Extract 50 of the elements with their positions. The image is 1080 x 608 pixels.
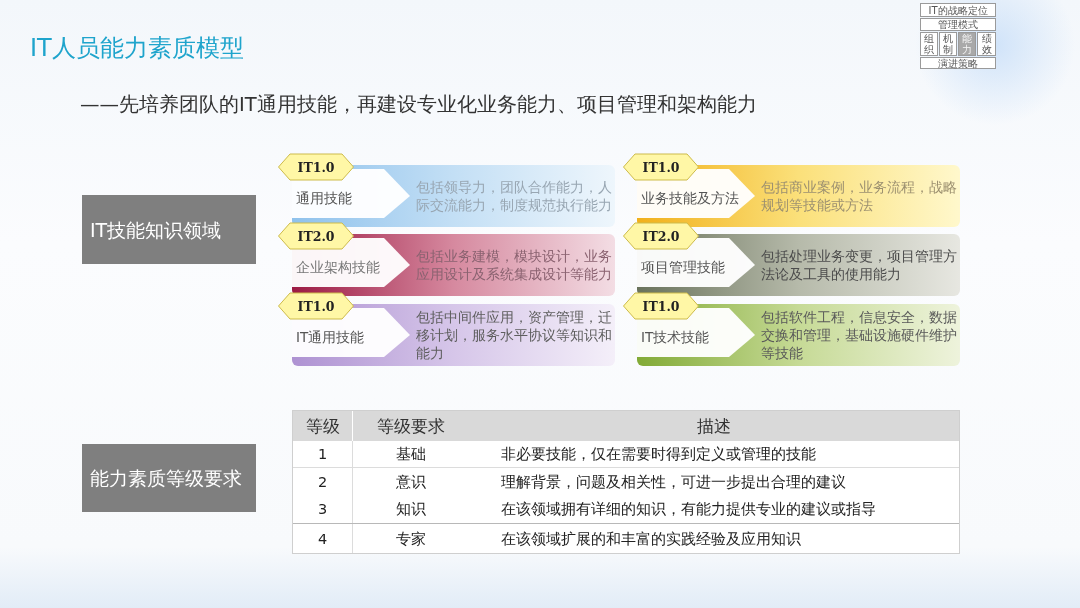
- column-header: 等级: [293, 411, 353, 441]
- version-label: IT2.0: [297, 228, 335, 244]
- version-label: IT1.0: [642, 298, 680, 314]
- level-name: 基础: [396, 445, 426, 463]
- version-tag: [623, 292, 699, 320]
- version-label: IT1.0: [642, 159, 680, 175]
- subtitle: ——先培养团队的IT通用技能，再建设专业化业务能力、项目管理和架构能力: [80, 93, 757, 117]
- level-number: 3: [317, 500, 328, 518]
- skill-name: 通用技能: [296, 189, 352, 207]
- skill-description: 包括领导力，团队合作能力，人际交流能力，制度规范执行能力: [416, 178, 613, 214]
- version-tag: [278, 153, 354, 181]
- level-name: 意识: [396, 472, 426, 491]
- version-tag: [278, 292, 354, 320]
- version-label: IT1.0: [297, 159, 335, 175]
- version-tag: [278, 222, 354, 250]
- navigation-tile: IT的战略定位: [920, 3, 996, 17]
- skill-description: 包括软件工程，信息安全，数据交换和管理，基础设施硬件维护等技能: [761, 308, 958, 362]
- level-name: 知识: [396, 500, 426, 518]
- version-tag: [623, 153, 699, 181]
- navigation-tile: 管理模式: [920, 18, 996, 31]
- skill-name: IT通用技能: [296, 328, 365, 346]
- navigation-tile: 组织: [920, 32, 938, 56]
- navigation-tile: 绩效: [977, 32, 996, 56]
- section-label: 能力素质等级要求: [82, 444, 256, 512]
- skill-name: IT技术技能: [641, 328, 710, 346]
- skill-name: 业务技能及方法: [641, 189, 739, 207]
- skill-description: 包括中间件应用，资产管理，迁移计划，服务水平协议等知识和能力: [416, 308, 613, 362]
- level-number: 4: [317, 529, 328, 548]
- version-tag: [623, 222, 699, 250]
- version-label: IT1.0: [297, 298, 335, 314]
- level-description: 非必要技能，仅在需要时得到定义或管理的技能: [501, 445, 816, 463]
- level-number: 2: [317, 472, 328, 491]
- column-header: 等级要求: [353, 411, 469, 441]
- level-description: 在该领域拥有详细的知识，有能力提供专业的建议或指导: [501, 500, 876, 518]
- navigation-tile: 演进策略: [920, 57, 996, 69]
- skill-description: 包括处理业务变更，项目管理方法论及工具的使用能力: [761, 247, 958, 283]
- level-name: 专家: [396, 529, 426, 548]
- level-number: 1: [317, 445, 328, 463]
- section-label: IT技能知识领域: [82, 195, 256, 264]
- column-header: 描述: [469, 411, 959, 441]
- slide-title: IT人员能力素质模型: [30, 33, 244, 63]
- level-description: 在该领域扩展的和丰富的实践经验及应用知识: [501, 529, 801, 548]
- navigation-tile: 能力: [958, 32, 976, 56]
- skill-name: 项目管理技能: [641, 258, 725, 276]
- skill-description: 包括商业案例，业务流程，战略规划等技能或方法: [761, 178, 958, 214]
- navigation-tile: 机制: [939, 32, 957, 56]
- skill-name: 企业架构技能: [296, 258, 380, 276]
- skill-description: 包括业务建模，模块设计，业务应用设计及系统集成设计等能力: [416, 247, 613, 283]
- version-label: IT2.0: [642, 228, 680, 244]
- level-description: 理解背景，问题及相关性，可进一步提出合理的建议: [501, 472, 846, 491]
